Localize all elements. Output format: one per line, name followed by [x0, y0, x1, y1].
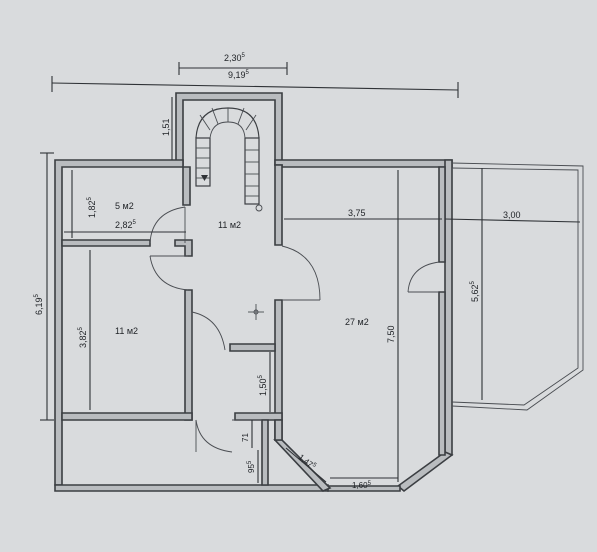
stair-arrow-icon [201, 175, 208, 181]
dim-bottom-95: 955 [247, 460, 256, 473]
dim-terrace-h: 5,625 [470, 280, 480, 302]
room-hall-area: 11 м2 [218, 220, 241, 230]
staircase [195, 107, 263, 212]
walls [54, 92, 584, 493]
door-left-room [149, 255, 189, 291]
room-small-area: 5 м2 [115, 201, 134, 211]
bevel-wall [396, 451, 454, 493]
dim-corridor-h: 1,505 [258, 374, 268, 396]
door-corridor [191, 311, 226, 351]
door-small-room [149, 206, 186, 244]
light-fixture-icon [253, 309, 259, 315]
dim-top-overall: 9,195 [228, 70, 250, 80]
corridor-wall-top [229, 343, 276, 352]
dim-big-room-width: 3,75 [348, 208, 366, 218]
stair-tower-wall [175, 92, 283, 166]
dim-small-room-h: 1,825 [87, 196, 97, 218]
top-wall-right [274, 159, 453, 168]
dim-terrace-width: 3,00 [503, 210, 521, 220]
left-room-right-wall [184, 289, 193, 421]
dim-left-overall: 6,195 [34, 293, 44, 315]
small-room-bottom-wall [61, 239, 151, 247]
door-big-room [281, 245, 321, 301]
dim-bottom-160: 1,605 [352, 481, 372, 490]
room-labels: 5 м2 11 м2 11 м2 27 м2 [115, 201, 369, 336]
dim-stair-depth: 1,51 [161, 118, 171, 136]
door-bath [195, 419, 233, 453]
small-room-right-wall [182, 166, 191, 206]
small-room-bottom-wall-right [174, 239, 193, 257]
door-terrace [407, 261, 440, 293]
fixtures [248, 304, 264, 320]
big-room-right-wall [444, 159, 453, 456]
stair-post [255, 204, 263, 212]
dim-small-room-w: 2,825 [115, 220, 137, 230]
bottom-wall [54, 484, 329, 492]
stair-right-flight [244, 137, 260, 205]
dim-big-room-h: 7,50 [386, 325, 396, 343]
big-room-partition [438, 166, 446, 263]
left-room-bottom-wall [61, 412, 193, 421]
dim-bottom-71: 71 [241, 433, 250, 442]
dim-left-room-h: 3,825 [78, 326, 88, 348]
big-room-partition-lower [438, 291, 446, 456]
room-big-area: 27 м2 [345, 317, 369, 327]
dimension-lines [40, 62, 581, 483]
bathroom-inner-wall [261, 419, 269, 486]
room-left-area: 11 м2 [115, 326, 138, 336]
stair-left-flight [195, 137, 211, 187]
terrace-outline [451, 162, 584, 411]
dimension-labels: 2,305 9,195 1,51 6,195 1,825 2,825 3,75 … [34, 53, 521, 490]
dim-top-inner: 2,305 [224, 53, 246, 63]
corridor-wall-bottom [234, 412, 283, 421]
hall-right-wall [274, 164, 283, 246]
diagonal-wall [273, 439, 332, 492]
bathroom-wall [274, 419, 283, 441]
terrace-outline-inner [451, 167, 579, 406]
doors [149, 206, 440, 453]
